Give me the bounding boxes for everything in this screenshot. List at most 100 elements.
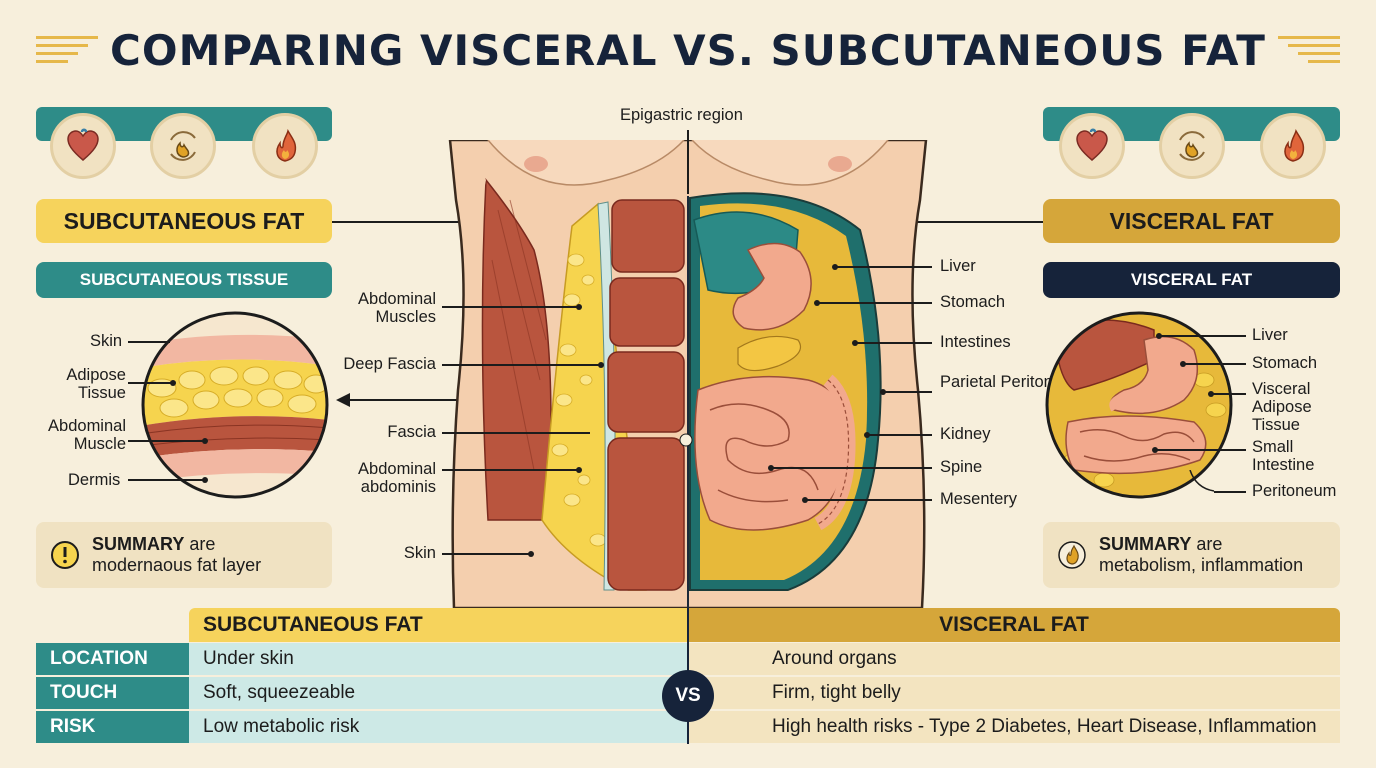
leader-dot: [852, 340, 858, 346]
leader-dot: [1152, 447, 1158, 453]
leader-line: [442, 469, 578, 471]
fascia-label: Fascia: [387, 423, 436, 441]
visceral-tissue-label: VISCERAL FAT: [1043, 262, 1340, 298]
vs-badge: VS: [662, 670, 714, 722]
summary-text: SUMMARY are modernaous fat layer: [92, 534, 261, 576]
subcutaneous-tissue-label: SUBCUTANEOUS TISSUE: [36, 262, 332, 298]
comparison-table: SUBCUTANEOUS FAT VISCERAL FAT LOCATION U…: [36, 608, 1340, 744]
abdominal-muscles-label: Abdominal Muscles: [358, 290, 436, 326]
flame-icon: [1058, 541, 1086, 569]
deep-fascia-label: Deep Fascia: [343, 355, 436, 373]
summary-bold: SUMMARY: [1099, 534, 1192, 554]
row-label-location: LOCATION: [36, 643, 189, 675]
heart-icon: [1059, 113, 1125, 179]
kidney-label: Kidney: [940, 425, 991, 443]
leader-dot: [202, 477, 208, 483]
layer-label-dermis: Dermis: [68, 471, 121, 489]
leader-dot: [880, 389, 886, 395]
cell-touch-visceral: Firm, tight belly: [688, 677, 1340, 709]
flame-icon: [1260, 113, 1326, 179]
summary-bold: SUMMARY: [92, 534, 185, 554]
leader-line: [884, 391, 932, 393]
warning-icon: [51, 541, 79, 569]
leader-line: [1160, 335, 1246, 337]
leader-line: [1156, 449, 1246, 451]
leader-line: [128, 440, 204, 442]
flame-icon: [252, 113, 318, 179]
layer-label-adipose: Adipose Tissue: [66, 366, 126, 402]
leader-line: [442, 553, 530, 555]
cell-risk-visceral: High health risks - Type 2 Diabetes, Hea…: [688, 711, 1340, 743]
cell-touch-subcutaneous: Soft, squeezeable: [189, 677, 688, 709]
organ-label-visceral-adipose: Visceral Adipose Tissue: [1252, 380, 1312, 434]
leader-line: [442, 306, 578, 308]
leader-dot: [598, 362, 604, 368]
abdominal-abdominis-label: Abdominal abdominis: [358, 460, 436, 496]
row-label-risk: RISK: [36, 711, 189, 743]
skin-label: Skin: [403, 544, 436, 562]
visceral-summary: SUMMARY are metabolism, inflammation: [1043, 522, 1340, 588]
leader-line: [868, 434, 932, 436]
cell-risk-subcutaneous: Low metabolic risk: [189, 711, 688, 743]
leader-line: [818, 302, 932, 304]
leader-curve: [1189, 470, 1215, 492]
leader-line: [772, 467, 932, 469]
visceral-organs-diagram: [1045, 311, 1233, 499]
leader-line: [128, 341, 170, 343]
leader-line: [128, 479, 204, 481]
subcutaneous-fat-label: SUBCUTANEOUS FAT: [36, 199, 332, 243]
heart-icon: [50, 113, 116, 179]
title-decoration-right: [1278, 36, 1340, 68]
intestines-label: Intestines: [940, 333, 1011, 351]
table-header-visceral: VISCERAL FAT: [688, 608, 1340, 642]
subcutaneous-arrow: [332, 221, 524, 223]
epigastric-label: Epigastric region: [620, 106, 743, 124]
leader-line: [1212, 393, 1246, 395]
leader-dot: [768, 465, 774, 471]
leader-dot: [576, 467, 582, 473]
leader-dot: [202, 438, 208, 444]
organ-label-small-intestine: Small Intestine: [1252, 438, 1315, 474]
leader-line: [1184, 363, 1246, 365]
row-label-touch: TOUCH: [36, 677, 189, 709]
organ-label-liver: Liver: [1252, 326, 1288, 344]
leader-dot: [1208, 391, 1214, 397]
summary-line2: modernaous fat layer: [92, 555, 262, 575]
layer-label-skin: Skin: [90, 332, 123, 350]
leader-dot: [1156, 333, 1162, 339]
metabolism-icon: [150, 113, 216, 179]
organ-label-stomach: Stomach: [1252, 354, 1318, 372]
leader-line: [836, 266, 932, 268]
visceral-fat-label: VISCERAL FAT: [1043, 199, 1340, 243]
table-header-subcutaneous: SUBCUTANEOUS FAT: [189, 608, 688, 642]
leader-line: [806, 499, 932, 501]
leader-line: [128, 382, 172, 384]
leader-line: [442, 364, 600, 366]
liver-label: Liver: [940, 257, 976, 275]
organ-label-peritoneum: Peritoneum: [1252, 482, 1337, 500]
leader-line: [687, 130, 689, 194]
page-title: COMPARING VISCERAL VS. SUBCUTANEOUS FAT: [110, 26, 1266, 75]
spine-label: Spine: [940, 458, 983, 476]
cell-location-subcutaneous: Under skin: [189, 643, 688, 675]
leader-dot: [170, 380, 176, 386]
leader-line: [856, 342, 932, 344]
summary-rest: are: [184, 534, 216, 554]
leader-line: [442, 432, 590, 434]
subcutaneous-layers-diagram: [141, 311, 329, 499]
mesentery-label: Mesentery: [940, 490, 1018, 508]
leader-dot: [1180, 361, 1186, 367]
title-decoration-left: [36, 36, 98, 68]
leader-dot: [802, 497, 808, 503]
subcutaneous-summary: SUMMARY are modernaous fat layer: [36, 522, 332, 588]
layer-label-muscle: Abdominal Muscle: [48, 417, 126, 453]
leader-line: [1214, 491, 1246, 493]
leader-dot: [576, 304, 582, 310]
summary-rest: are: [1191, 534, 1223, 554]
leader-dot: [864, 432, 870, 438]
cell-location-visceral: Around organs: [688, 643, 1340, 675]
abdomen-cross-section: [448, 140, 928, 608]
visceral-arrow: [866, 221, 1043, 223]
leader-dot: [814, 300, 820, 306]
stomach-label: Stomach: [940, 293, 1006, 311]
